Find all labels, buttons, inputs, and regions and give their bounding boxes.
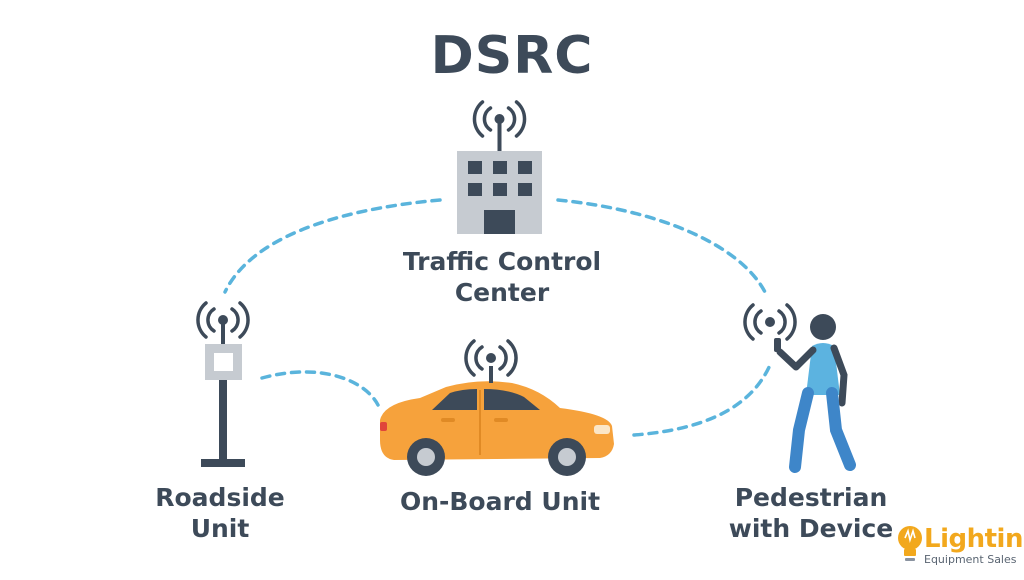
car-icon xyxy=(380,366,614,476)
antenna-icon xyxy=(743,303,797,341)
diagram-title: DSRC xyxy=(430,26,594,86)
label-line: Pedestrian xyxy=(734,483,888,512)
label-line: Roadside xyxy=(155,483,285,512)
link-tcc-pedestrian xyxy=(556,198,767,294)
link-tcc-roadside xyxy=(223,198,442,294)
on-board-unit-label: On-Board Unit xyxy=(380,486,620,517)
label-line: Center xyxy=(454,278,550,307)
label-line: On-Board Unit xyxy=(399,487,601,516)
brand-logo: Lighting Equipment Sales xyxy=(894,524,1024,570)
pedestrian-label: Pedestrian with Device xyxy=(716,482,906,544)
link-car-pedestrian xyxy=(632,363,772,437)
roadside-unit-icon xyxy=(201,323,245,467)
roadside-unit-label: Roadside Unit xyxy=(140,482,300,544)
label-line: with Device xyxy=(728,514,894,543)
link-roadside-car xyxy=(260,370,380,407)
traffic-control-center-label: Traffic Control Center xyxy=(382,246,622,308)
logo-subtitle: Equipment Sales xyxy=(924,553,1017,566)
lightbulb-logo-icon xyxy=(898,526,922,561)
logo-wordmark: Lighting xyxy=(924,524,1024,554)
label-line: Traffic Control xyxy=(402,247,602,276)
communication-links xyxy=(223,198,772,437)
label-line: Unit xyxy=(190,514,250,543)
building-icon xyxy=(457,123,542,234)
pedestrian-icon xyxy=(774,314,856,473)
